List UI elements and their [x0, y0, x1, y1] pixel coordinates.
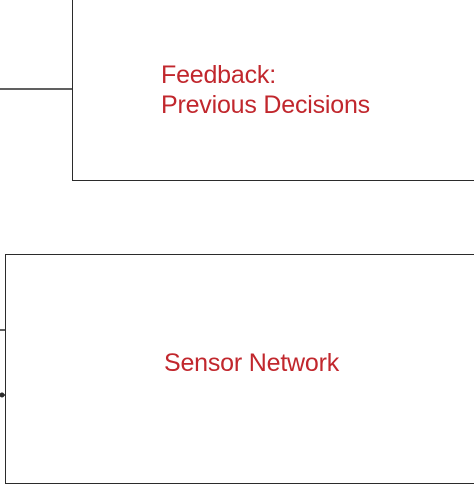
sensor-network-label: Sensor Network	[164, 349, 340, 377]
connector-junction-dot	[0, 392, 5, 398]
feedback-label-line1: Feedback:	[161, 61, 276, 89]
sensor-network-block	[5, 254, 474, 484]
feedback-block-label: Feedback: Previous Decisions	[161, 60, 370, 120]
diagram-canvas	[0, 88, 474, 398]
feedback-label-line2: Previous Decisions	[161, 91, 370, 119]
feedback-block	[72, 0, 474, 181]
